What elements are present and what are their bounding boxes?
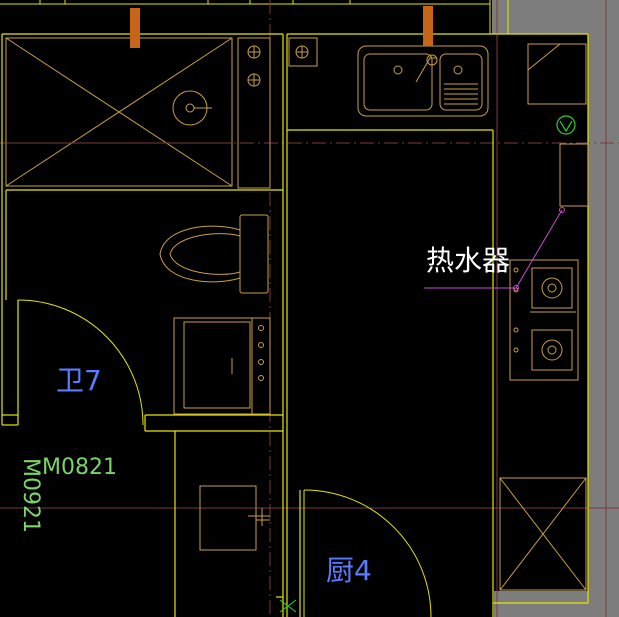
sink-cabinet-icon	[199, 485, 270, 551]
basin-icon	[172, 90, 212, 126]
kitchen-label: 厨4	[326, 554, 372, 587]
door-code-horizontal: M0821	[42, 455, 117, 480]
gas-meter-icon	[556, 115, 576, 135]
exterior-wall-hatch	[492, 0, 619, 617]
north-marker	[279, 599, 297, 613]
fridge-icon	[527, 43, 587, 105]
kitchen-sink-icon	[357, 45, 489, 117]
top-wall-strip	[0, 0, 509, 34]
kitchen-door-swing	[303, 489, 432, 617]
column-markers	[130, 6, 433, 48]
stove-icon	[509, 143, 589, 381]
door-code-vertical: M0921	[18, 458, 43, 533]
washing-machine-icon	[173, 317, 271, 415]
water-heater-leader	[424, 207, 565, 291]
cabinet-x-icon	[499, 477, 587, 591]
water-heater-label: 热水器	[426, 244, 510, 277]
bathroom-label: 卫7	[56, 364, 102, 397]
valve-icons	[237, 37, 318, 189]
walls	[1, 33, 589, 617]
bathroom-door-swing	[17, 299, 144, 426]
shower-tray	[5, 37, 233, 187]
toilet-icon	[159, 214, 269, 294]
